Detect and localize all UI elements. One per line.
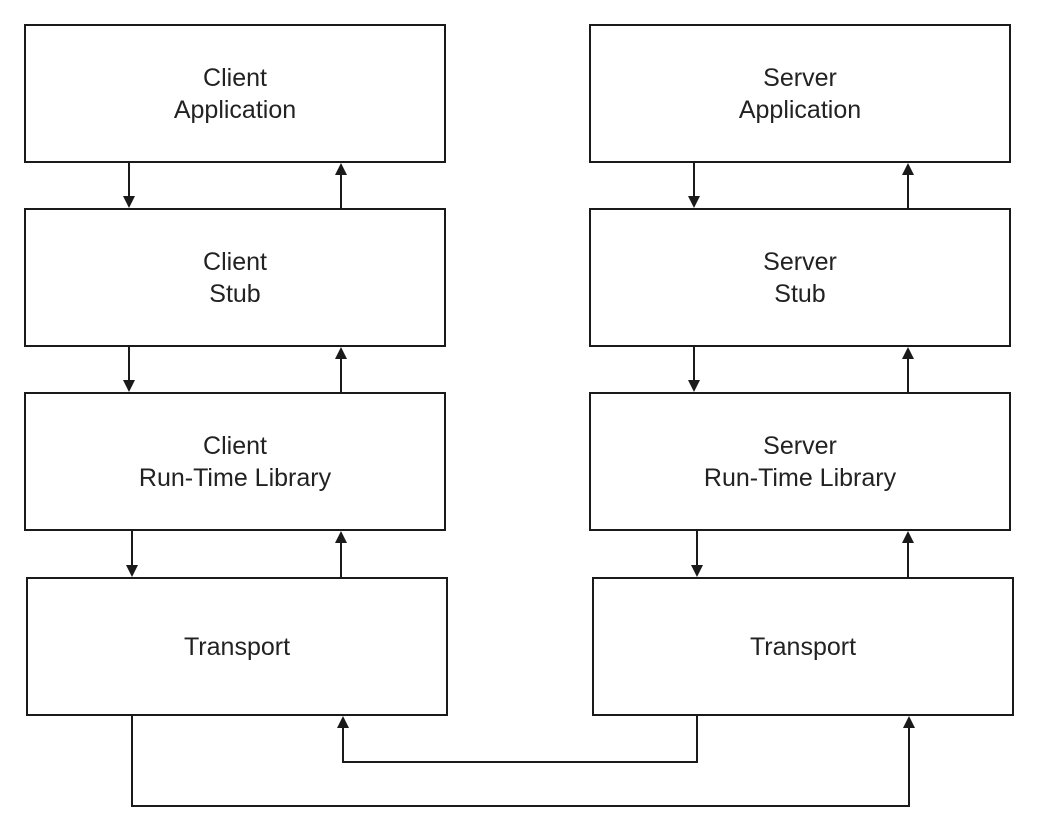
- server-stub-box: Server Stub: [589, 208, 1011, 347]
- server-transport-label: Transport: [749, 632, 857, 661]
- server-runtime-line2: Run-Time Library: [703, 463, 897, 492]
- server-application-box: Server Application: [589, 24, 1011, 163]
- client-runtime-line1: Client: [203, 431, 267, 460]
- server-application-line1: Server: [763, 63, 837, 92]
- server-stub-line2: Stub: [774, 279, 826, 308]
- client-transport-label: Transport: [183, 632, 291, 661]
- client-runtime-line2: Run-Time Library: [138, 463, 332, 492]
- client-application-box: Client Application: [24, 24, 446, 163]
- client-stub-line1: Client: [203, 247, 267, 276]
- client-transport-to-server-transport-path: [131, 716, 915, 807]
- server-runtime-library-box: Server Run-Time Library: [589, 392, 1011, 531]
- client-transport-box: Transport: [26, 577, 448, 716]
- server-runtime-line1: Server: [763, 431, 837, 460]
- server-transport-box: Transport: [592, 577, 1014, 716]
- client-runtime-library-box: Client Run-Time Library: [24, 392, 446, 531]
- server-transport-to-client-transport-path: [337, 716, 698, 763]
- client-stub-line2: Stub: [209, 279, 261, 308]
- client-stub-box: Client Stub: [24, 208, 446, 347]
- server-stub-line1: Server: [763, 247, 837, 276]
- client-application-line2: Application: [173, 95, 297, 124]
- client-application-line1: Client: [203, 63, 267, 92]
- server-application-line2: Application: [738, 95, 862, 124]
